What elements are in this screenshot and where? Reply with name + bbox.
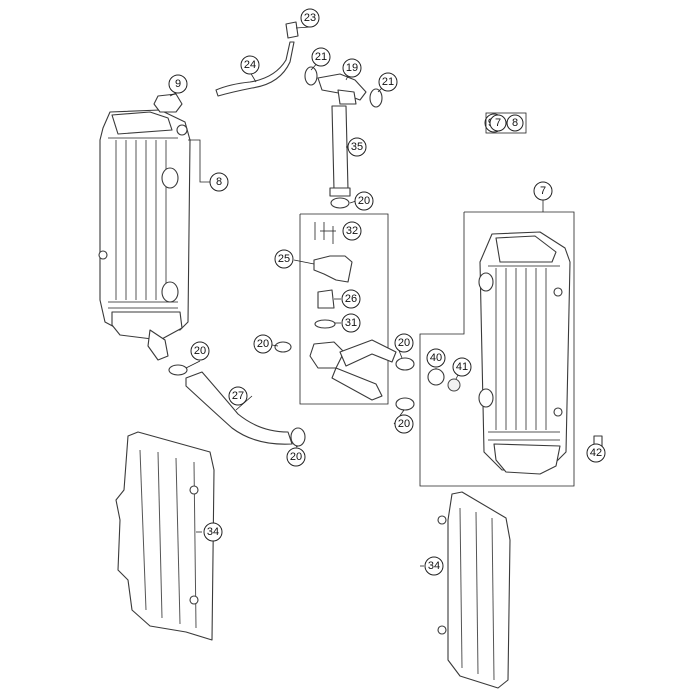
callout-41: 41 [452,357,472,377]
svg-text:40: 40 [430,352,442,364]
callout-20-hose-top: 20 [190,341,210,361]
thermostat-group [309,222,397,401]
svg-text:34: 34 [207,526,219,538]
svg-text:8: 8 [216,176,222,188]
group-frame-7 [419,211,575,487]
callout-20-clamp-left: 20 [253,334,273,354]
svg-text:34: 34 [428,560,440,572]
svg-text:42: 42 [590,447,602,459]
callout-35: 35 [347,137,367,157]
group-frame-25 [299,213,389,405]
svg-text:20: 20 [398,418,410,430]
callout-7: 7 [533,181,553,201]
svg-text:7: 7 [495,117,501,129]
callout-20-clamp-lower: 20 [394,414,414,434]
svg-text:25: 25 [278,253,290,265]
svg-text:35: 35 [351,141,363,153]
rubber-bushing [427,368,445,386]
svg-text:8: 8 [512,117,518,129]
svg-text:26: 26 [345,293,357,305]
hose-clamp [274,341,292,353]
svg-text:20: 20 [358,195,370,207]
callout-8: 8 [209,172,229,192]
callout-34-right: 34 [424,556,444,576]
svg-text:21: 21 [382,76,394,88]
kit-box [485,112,527,134]
callout-9: 9 [168,74,188,94]
hose-clamp [290,427,306,447]
lower-hose [185,371,293,445]
callout-7-kit: 7 [489,114,507,132]
callout-27: 27 [228,386,248,406]
svg-text:41: 41 [456,361,468,373]
callout-23: 23 [300,8,320,28]
right-radiator [478,231,571,475]
radiator-cap [153,93,183,113]
svg-text:20: 20 [290,451,302,463]
callout-19: 19 [342,58,362,78]
hose-clamp [395,397,415,411]
hose-fitting [285,21,299,39]
svg-text:27: 27 [232,390,244,402]
svg-text:20: 20 [398,337,410,349]
callout-21-left: 21 [311,47,331,67]
callout-42: 42 [586,443,606,463]
svg-text:21: 21 [315,51,327,63]
callout-32: 32 [342,221,362,241]
callout-26: 26 [341,289,361,309]
hose-clamp [395,357,415,371]
top-t-piece-assembly [304,66,383,209]
svg-text:19: 19 [346,62,358,74]
svg-text:20: 20 [257,338,269,350]
callout-31: 31 [341,313,361,333]
svg-text:32: 32 [346,225,358,237]
callout-20-pipe: 20 [354,191,374,211]
svg-text:9: 9 [175,78,181,90]
callout-20-clamp-right: 20 [394,333,414,353]
svg-text:7: 7 [540,185,546,197]
left-radiator-shroud [115,431,215,641]
callout-21-right: 21 [378,72,398,92]
callout-40: 40 [426,348,446,368]
right-radiator-shroud [447,491,511,689]
overflow-hose [215,41,295,97]
callout-25: 25 [274,249,294,269]
svg-text:31: 31 [345,317,357,329]
callout-24: 24 [240,55,260,75]
svg-text:23: 23 [304,12,316,24]
left-radiator [98,93,191,361]
spacer-sleeve [447,378,461,392]
svg-text:20: 20 [194,345,206,357]
callout-20-hose-bottom: 20 [286,447,306,467]
hose-clamp [168,364,188,376]
callout-8-kit: 8 [506,114,524,132]
callout-34-left: 34 [203,522,223,542]
svg-text:24: 24 [244,59,256,71]
